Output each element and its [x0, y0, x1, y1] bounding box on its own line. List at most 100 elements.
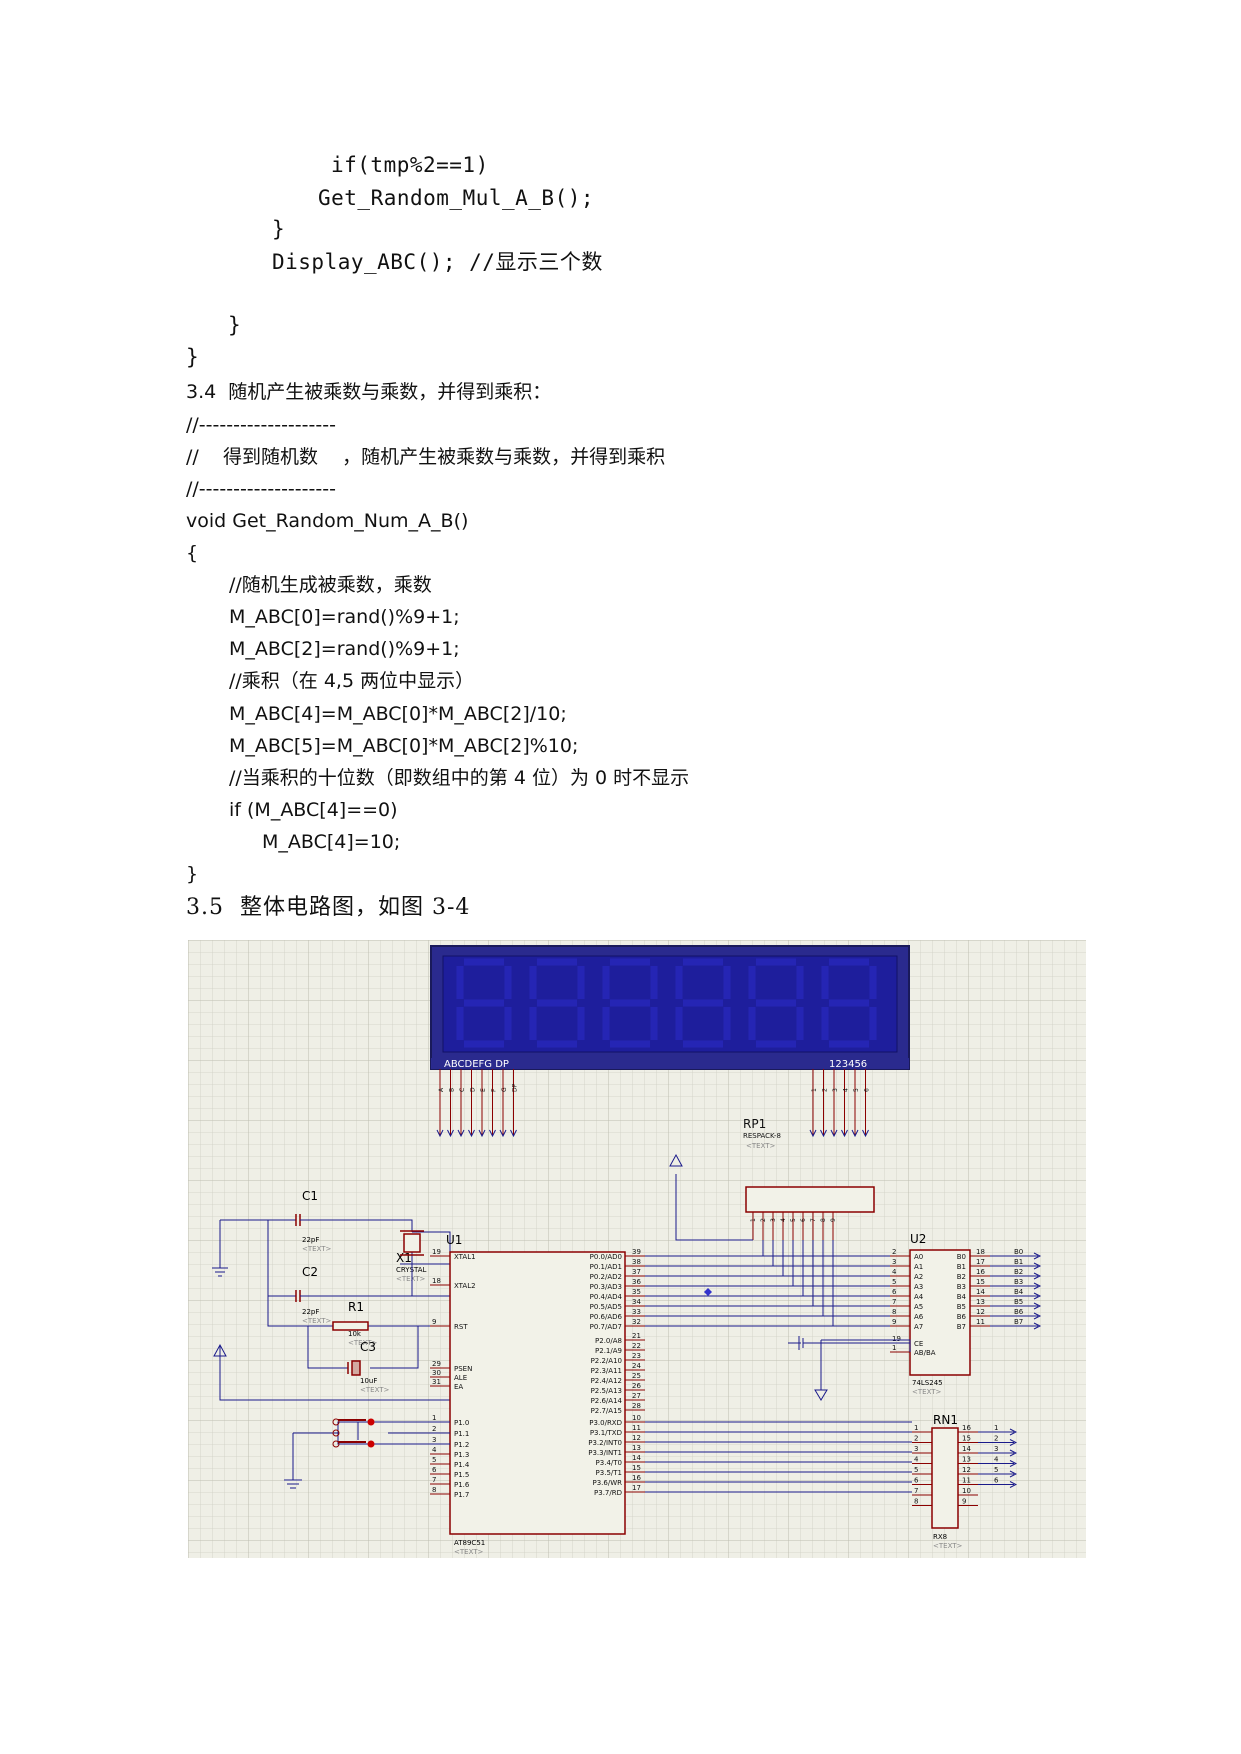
u1-pin-number: 28 — [632, 1402, 641, 1410]
rp1-pin-number: 8 — [820, 1218, 827, 1222]
brace-close: } — [186, 863, 199, 885]
rn1-pin-number: 14 — [962, 1445, 971, 1453]
display-pin-label: E — [480, 1088, 487, 1092]
u2-pin-number: 4 — [892, 1268, 897, 1276]
u2-pin-label: B2 — [957, 1273, 966, 1281]
u2-net-label: B5 — [1014, 1298, 1023, 1306]
rn1-pin-number: 16 — [962, 1424, 971, 1432]
u1-pin-number: 35 — [632, 1288, 641, 1296]
u1-pin-number: 6 — [432, 1466, 437, 1474]
u1-pin-number: 19 — [432, 1248, 441, 1256]
u1-pin-number: 8 — [432, 1486, 436, 1494]
u2-pin-number: 6 — [892, 1288, 897, 1296]
u2-pin-number: 5 — [892, 1278, 896, 1286]
code-line: } — [228, 313, 242, 337]
u1-pin-number: 21 — [632, 1332, 641, 1340]
display-pin-label: C — [459, 1088, 466, 1092]
u1-pin-label: P1.1 — [454, 1430, 469, 1438]
comment-separator: //-------------------- — [186, 478, 336, 500]
u1-pin-number: 18 — [432, 1277, 441, 1285]
code-line: //当乘积的十位数（即数组中的第 4 位）为 0 时不显示 — [229, 767, 690, 789]
u2-pin-number: 13 — [976, 1298, 985, 1306]
rn1-text-tag: <TEXT> — [933, 1542, 963, 1550]
u2-pin-label: B5 — [957, 1303, 966, 1311]
u2-pin-label: AB/BA — [914, 1349, 936, 1357]
u1-pin-label: P1.3 — [454, 1451, 469, 1459]
display-pin-arrow — [457, 1129, 465, 1138]
code-line: if(tmp%2==1) — [331, 153, 489, 177]
u1-name: U1 — [446, 1233, 462, 1247]
u1-pins: 19XTAL118XTAL29RST29PSEN30ALE31EA1P1.02P… — [430, 1248, 645, 1499]
c2-value: 22pF — [302, 1308, 319, 1316]
rn1-net-label: 4 — [994, 1456, 999, 1464]
rp1-pin-number: 4 — [780, 1218, 787, 1222]
display-pin-arrow — [510, 1129, 517, 1138]
u1-pin-number: 1 — [432, 1414, 436, 1422]
brace-open: { — [186, 542, 199, 564]
u2-pin-number: 11 — [976, 1318, 985, 1326]
rn1-pin-number: 5 — [914, 1466, 918, 1474]
display-pin-arrow — [851, 1129, 859, 1138]
display-label-digits: 123456 — [829, 1059, 867, 1070]
u1-text-tag: <TEXT> — [454, 1548, 484, 1556]
c1-text-tag: <TEXT> — [302, 1245, 332, 1253]
u2-net-label: B7 — [1014, 1318, 1023, 1326]
x1-text-tag: <TEXT> — [396, 1275, 426, 1283]
rn1-net-label: 1 — [994, 1424, 998, 1432]
u2-pin-label: A0 — [914, 1253, 923, 1261]
display-pin-label: 3 — [832, 1088, 839, 1092]
comment-separator: //-------------------- — [186, 414, 336, 436]
u1-pin-label: P0.6/AD6 — [590, 1313, 623, 1321]
x1-type: CRYSTAL — [396, 1266, 427, 1274]
u1-pin-label: P2.7/A15 — [591, 1407, 622, 1415]
bus-wires — [645, 1240, 912, 1493]
rp1-pin-number: 2 — [760, 1218, 767, 1222]
u2-pin-label: B3 — [957, 1283, 966, 1291]
rn1-pin-number: 8 — [914, 1498, 918, 1506]
display-pin-label: 2 — [822, 1088, 829, 1092]
u1-pin-label: P2.1/A9 — [595, 1347, 622, 1355]
rn1-net-label: 2 — [994, 1435, 998, 1443]
u2-pin-label: CE — [914, 1340, 923, 1348]
u1-pin-label: P0.5/AD5 — [590, 1303, 622, 1311]
rn1-pin-number: 11 — [962, 1477, 971, 1485]
u2-pin-label: B7 — [957, 1323, 966, 1331]
u1-pin-number: 13 — [632, 1444, 641, 1452]
display-digit — [748, 958, 804, 1048]
rn1-name: RN1 — [933, 1413, 958, 1427]
u1-pin-label: P0.2/AD2 — [590, 1273, 622, 1281]
rp1-name: RP1 — [743, 1117, 766, 1131]
rn1-pin-number: 3 — [914, 1445, 918, 1453]
u1-pin-number: 15 — [632, 1464, 641, 1472]
u1-pin-number: 33 — [632, 1308, 641, 1316]
rn1-net-label: 3 — [994, 1445, 998, 1453]
u1-pin-label: P3.6/WR — [593, 1479, 623, 1487]
display-pin-arrow — [436, 1129, 444, 1138]
u1-pin-label: P1.5 — [454, 1471, 469, 1479]
u2-pin-number: 8 — [892, 1308, 896, 1316]
rp1-pin-number: 1 — [750, 1218, 757, 1222]
u2-pin-number: 1 — [892, 1344, 896, 1352]
u1-pin-label: P2.6/A14 — [591, 1397, 623, 1405]
c3-name: C3 — [360, 1340, 376, 1354]
u1-pin-label: P2.2/A10 — [591, 1357, 622, 1365]
rn1-pin-number: 15 — [962, 1435, 971, 1443]
button-switches — [332, 1418, 375, 1448]
display-pin-arrow — [489, 1129, 496, 1138]
u1-pin-number: 34 — [632, 1298, 641, 1306]
u2-net-label: B4 — [1014, 1288, 1024, 1296]
u2-name: U2 — [910, 1232, 926, 1246]
code-line: M_ABC[2]=rand()%9+1; — [229, 638, 460, 660]
u2-pin-label: B4 — [957, 1293, 967, 1301]
u1-pin-number: 22 — [632, 1342, 641, 1350]
u2-net-label: B0 — [1014, 1248, 1023, 1256]
u1-pin-number: 12 — [632, 1434, 641, 1442]
u1-pin-label: RST — [454, 1323, 468, 1331]
junction-marker — [704, 1288, 712, 1296]
u2-net-arrow — [1033, 1302, 1042, 1310]
u2-pin-label: A5 — [914, 1303, 923, 1311]
u1-pin-label: P1.6 — [454, 1481, 470, 1489]
display-pin-arrow — [830, 1129, 838, 1138]
